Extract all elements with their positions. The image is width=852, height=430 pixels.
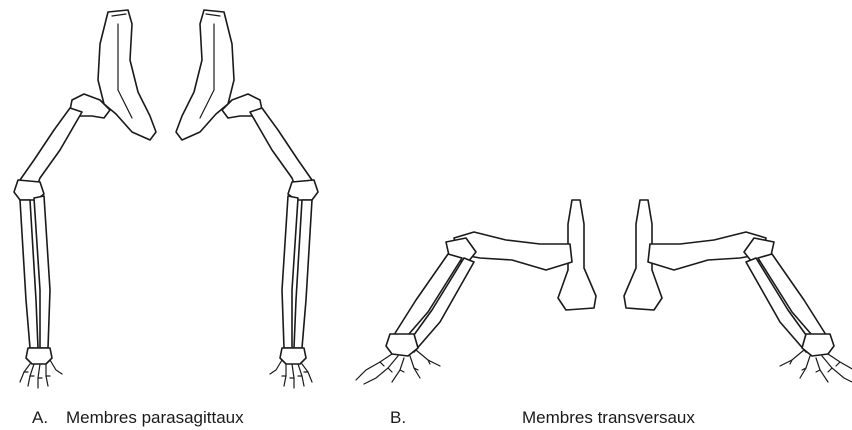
parasagittal-limb-right — [176, 10, 318, 388]
panel-a-letter: A. — [32, 408, 48, 428]
panel-b-caption: Membres transversaux — [522, 408, 695, 428]
panel-b-letter: B. — [390, 408, 406, 428]
transverse-limb-left — [356, 200, 596, 384]
panel-a-caption: Membres parasagittaux — [66, 408, 244, 428]
transverse-limb-right — [624, 200, 852, 384]
parasagittal-limb-left — [14, 10, 156, 388]
